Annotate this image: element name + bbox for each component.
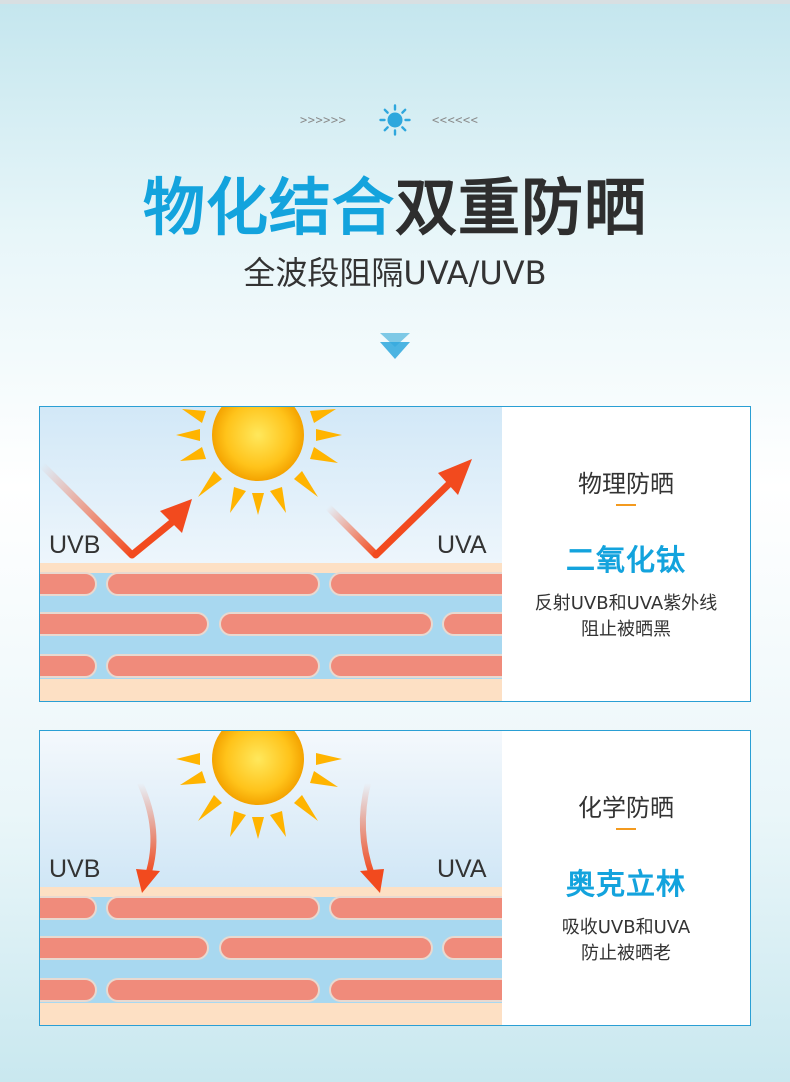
double-chevron-down-icon bbox=[380, 333, 410, 359]
info-description: 反射UVB和UVA紫外线 阻止被晒黑 bbox=[502, 591, 750, 643]
title-blue: 物化结合 bbox=[142, 171, 395, 244]
info-heading: 物理防晒 bbox=[578, 470, 674, 498]
heading-underline bbox=[616, 504, 636, 506]
uva-reflect-arrow bbox=[325, 459, 472, 559]
uva-absorb-arrow bbox=[359, 782, 384, 893]
physical-illustration: UVB UVA bbox=[40, 407, 502, 701]
header-decoration: >>>>>> <<<<<< bbox=[0, 104, 790, 136]
uvb-absorb-arrow bbox=[136, 781, 160, 893]
arrows-right: <<<<<< bbox=[432, 113, 479, 127]
description-line-2: 阻止被晒黑 bbox=[581, 619, 671, 640]
page-subtitle: 全波段阻隔UVA/UVB bbox=[243, 254, 547, 292]
chemical-info: 化学防晒 奥克立林 吸收UVB和UVA 防止被晒老 bbox=[502, 731, 750, 1025]
sun-icon bbox=[379, 104, 411, 136]
uva-label: UVA bbox=[437, 855, 487, 883]
page-title: 物化结合双重防晒 bbox=[0, 168, 790, 248]
uva-label: UVA bbox=[437, 531, 487, 559]
title-dark: 双重防晒 bbox=[395, 171, 648, 244]
chemical-illustration: UVB UVA bbox=[40, 731, 502, 1025]
sun-illustration bbox=[176, 407, 342, 515]
uvb-reflect-arrow bbox=[40, 462, 192, 559]
ingredient-name: 二氧化钛 bbox=[565, 543, 686, 577]
physical-info: 物理防晒 二氧化钛 反射UVB和UVA紫外线 阻止被晒黑 bbox=[502, 407, 750, 701]
sun-illustration bbox=[176, 731, 342, 839]
physical-sunscreen-panel: UVB UVA 物理防晒 二氧化钛 反射UVB和UVA紫外线 阻止被晒黑 bbox=[39, 406, 751, 702]
description-line-1: 吸收UVB和UVA bbox=[561, 917, 691, 938]
ingredient-name: 奥克立林 bbox=[565, 867, 686, 901]
top-bar bbox=[0, 0, 790, 4]
info-heading: 化学防晒 bbox=[578, 794, 674, 822]
description-line-2: 防止被晒老 bbox=[581, 943, 671, 964]
uvb-label: UVB bbox=[49, 855, 101, 883]
info-description: 吸收UVB和UVA 防止被晒老 bbox=[502, 915, 750, 967]
arrows-left: >>>>>> bbox=[300, 113, 347, 127]
chemical-sunscreen-panel: UVB UVA 化学防晒 奥克立林 吸收UVB和UVA 防止被晒老 bbox=[39, 730, 751, 1026]
description-line-1: 反射UVB和UVA紫外线 bbox=[534, 593, 718, 614]
uvb-label: UVB bbox=[49, 531, 101, 559]
heading-underline bbox=[616, 828, 636, 830]
